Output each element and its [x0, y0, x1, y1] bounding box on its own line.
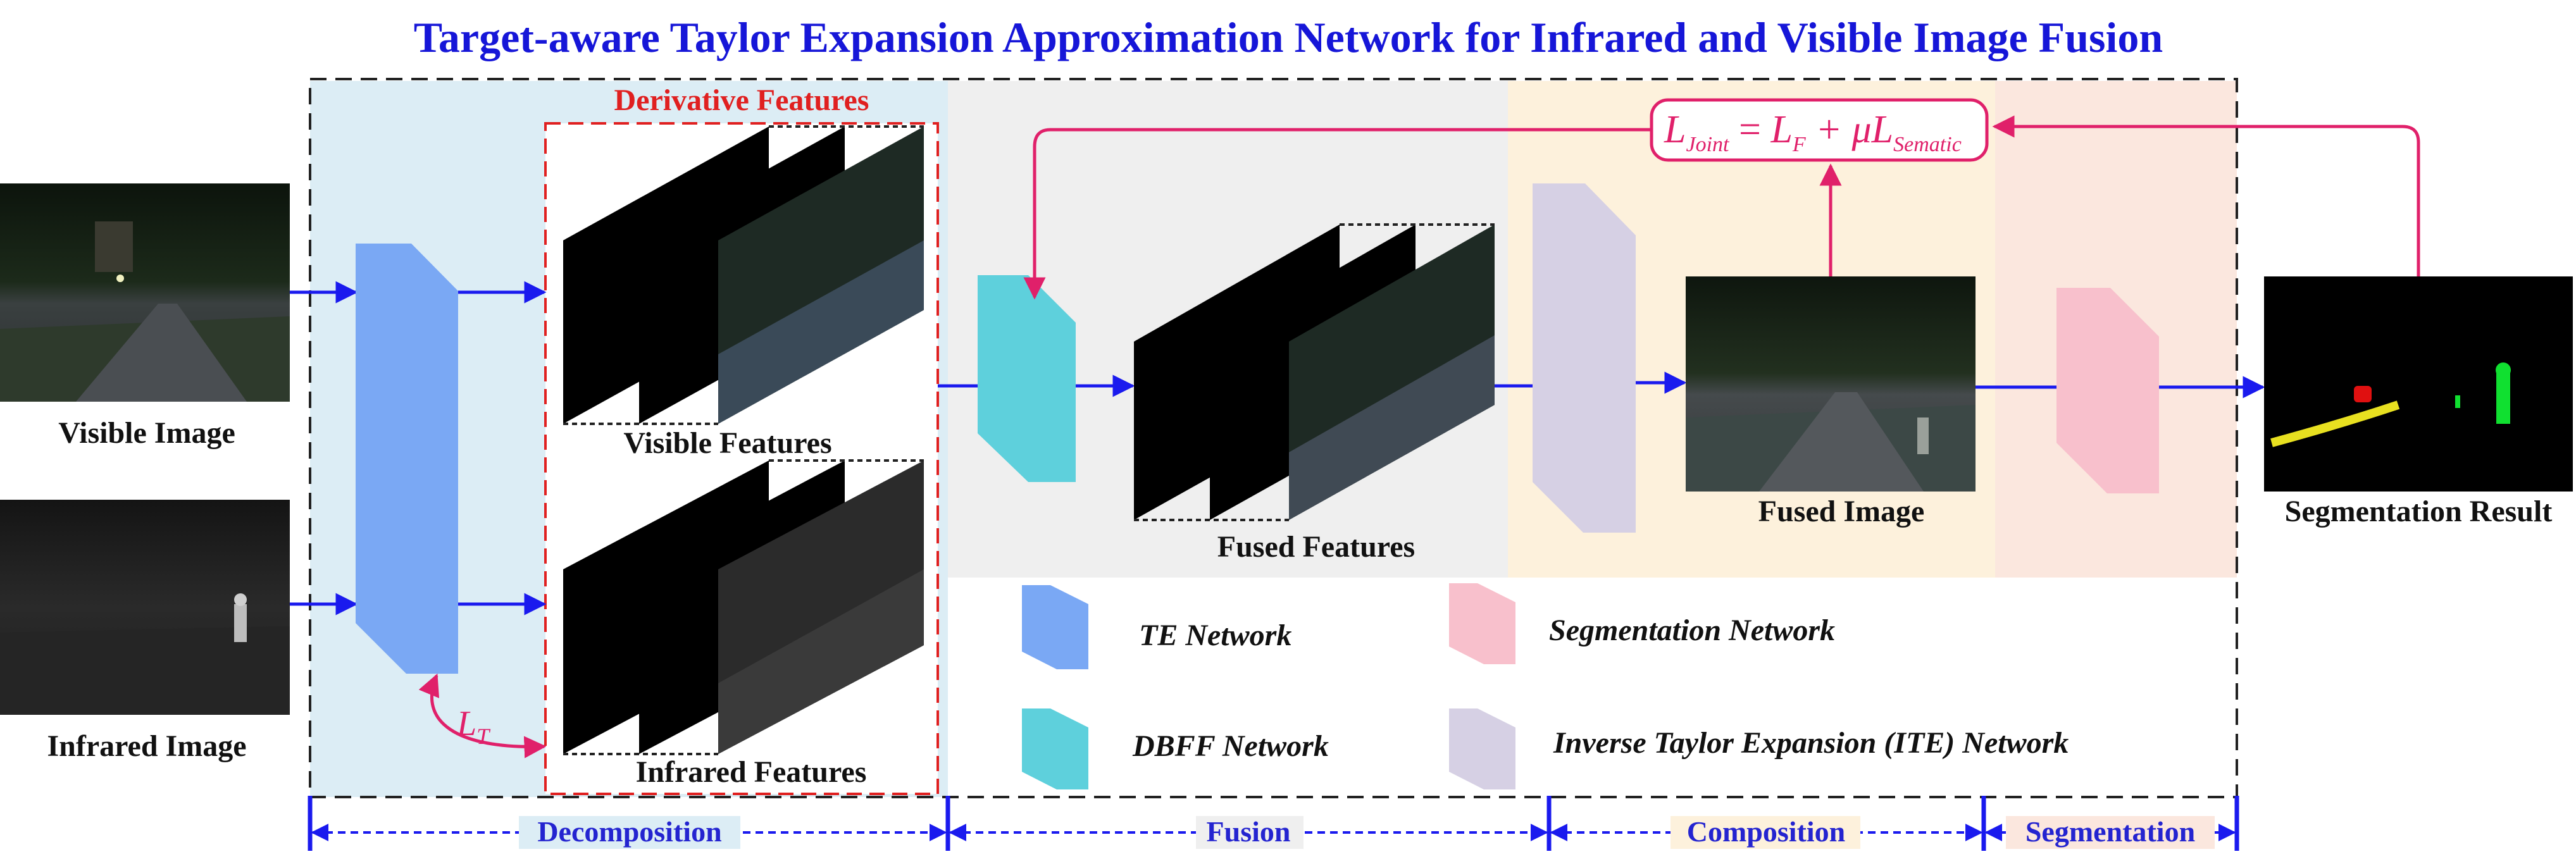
- joint-loss-formula: LJoint = LF + μLSematic: [1664, 108, 1962, 156]
- legend-ite-label: Inverse Taylor Expansion (ITE) Network: [1553, 726, 2069, 760]
- fused-features-label: Fused Features: [1217, 530, 1415, 564]
- stage-decomposition-label: Decomposition: [537, 815, 721, 848]
- infrared-feature-stack: [563, 459, 924, 755]
- visible-features-label: Visible Features: [623, 426, 831, 460]
- stage-fusion-label: Fusion: [1207, 815, 1291, 848]
- ite-network-block: [1533, 183, 1636, 533]
- fused-image: [1686, 276, 1976, 492]
- legend-seg-swatch: [1449, 583, 1515, 664]
- stage-composition-label: Composition: [1687, 815, 1845, 848]
- dbff-network-block: [978, 275, 1076, 482]
- te-network-block: [356, 244, 458, 674]
- taylor-loss-label: LT: [456, 704, 491, 749]
- visible-image: [0, 183, 290, 402]
- legend-seg-label: Segmentation Network: [1549, 614, 1835, 647]
- fused-image-label: Fused Image: [1758, 495, 1925, 528]
- segmentation-network-block: [2056, 288, 2159, 493]
- network-frame: [309, 78, 2238, 798]
- stage-bar: Decomposition Fusion Composition Segment…: [308, 796, 2239, 851]
- legend-dbff-swatch: [1022, 708, 1088, 789]
- legend: TE Network DBFF Network Segmentation Net…: [1022, 583, 2069, 789]
- infrared-image-label: Infrared Image: [47, 729, 246, 763]
- stage-segmentation-label: Segmentation: [2025, 815, 2195, 848]
- diagram-title: Target-aware Taylor Expansion Approximat…: [414, 13, 2163, 61]
- segmentation-result-label: Segmentation Result: [2285, 495, 2553, 528]
- legend-dbff-label: DBFF Network: [1132, 729, 1329, 763]
- legend-te-swatch: [1022, 585, 1088, 669]
- segmentation-loss-arrow: [1992, 115, 2420, 276]
- visible-feature-stack: [563, 125, 924, 425]
- derivative-features-label: Derivative Features: [614, 84, 869, 117]
- infrared-features-label: Infrared Features: [636, 755, 867, 789]
- infrared-image: [0, 500, 290, 715]
- legend-ite-swatch: [1449, 708, 1515, 789]
- taylor-loss-arrow: [418, 673, 547, 758]
- legend-te-label: TE Network: [1139, 619, 1291, 652]
- fused-feature-stack: [1134, 223, 1495, 521]
- visible-image-label: Visible Image: [58, 416, 235, 450]
- loss-feedback-arrow: [1023, 128, 1652, 300]
- segmentation-result-image: [2264, 276, 2573, 492]
